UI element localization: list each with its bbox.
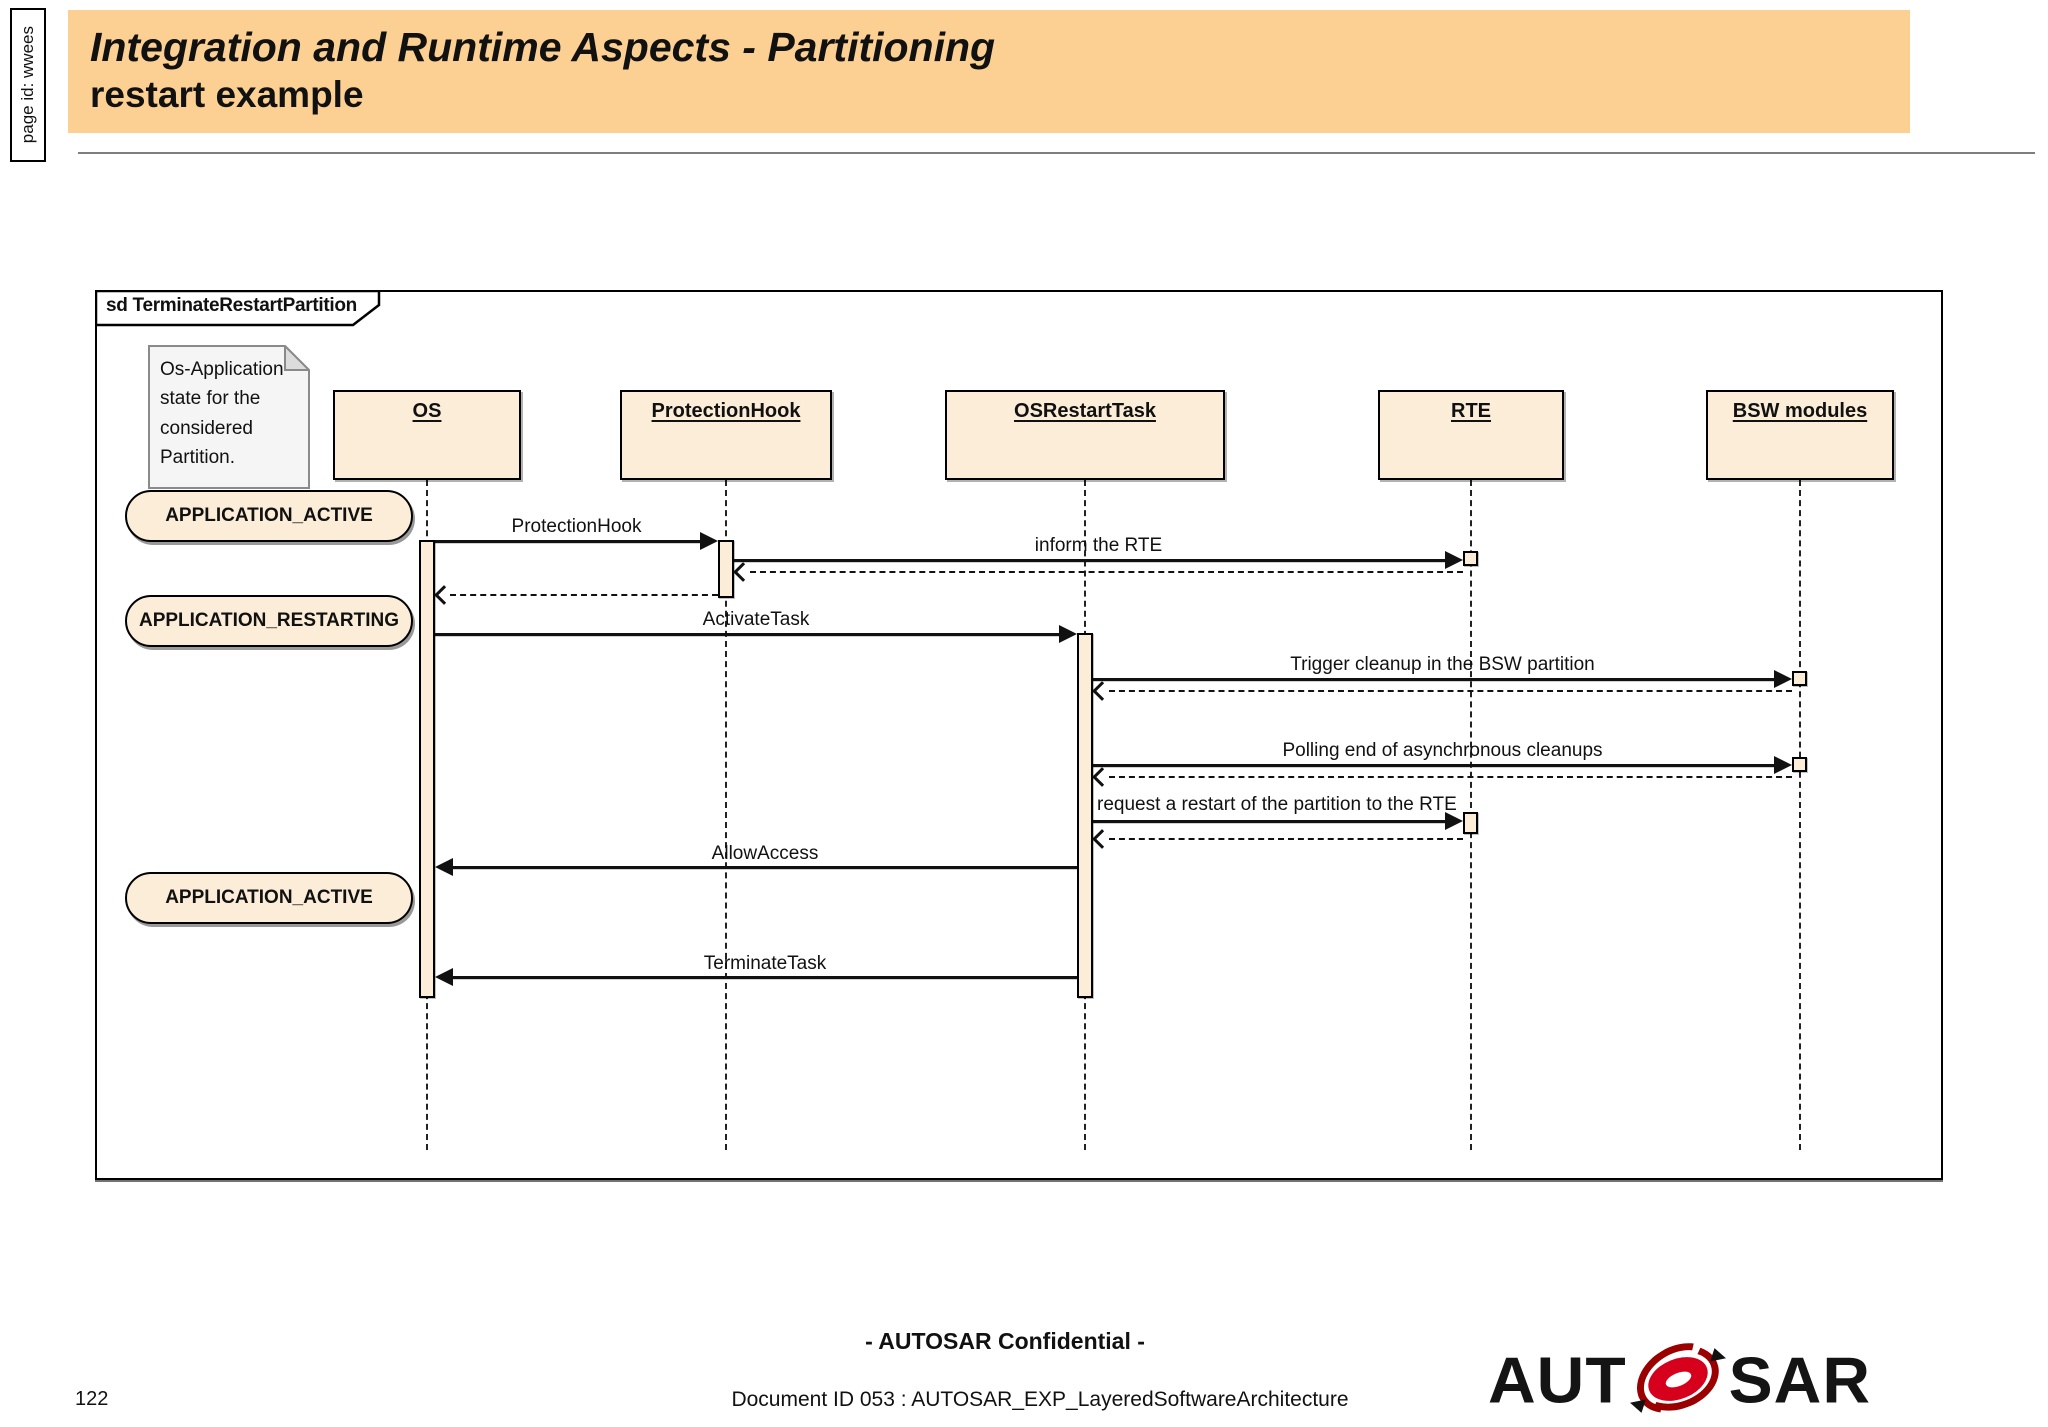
lifeline-label-protectionhook: ProtectionHook [651,400,801,422]
slide-subtitle: restart example [90,74,364,116]
arrowhead-allowaccess [435,858,453,876]
logo-text-right: SAR [1728,1343,1872,1417]
message-label-allowaccess: AllowAccess [711,843,819,864]
lifeline-label-os: OS [412,400,442,422]
arrowhead-trigger-cleanup [1774,670,1792,688]
frame-tab-shape [95,290,381,327]
return-line-trigger-cleanup [1109,690,1792,692]
arrowhead-polling-cleanups [1774,756,1792,774]
arrowhead-request-restart [1445,812,1463,830]
message-label-activatetask: ActivateTask [702,609,810,630]
activation-osrestarttask [1077,633,1093,998]
logo-arrow-tip-icon [1627,1395,1646,1413]
page-id-box: page id: wwees [10,8,46,162]
head-box-bsw-modules: BSW modules [1706,390,1894,480]
arrowhead-inform-the-rte [1445,551,1463,569]
message-line-polling-cleanups [1093,764,1774,767]
arrowhead-terminatetask [435,968,453,986]
activation-rte-2 [1463,812,1478,834]
message-line-activatetask [435,633,1059,636]
autosar-logo: AUT SAR [1488,1328,1872,1427]
title-banner: Integration and Runtime Aspects - Partit… [68,10,1910,133]
state-label: APPLICATION_ACTIVE [165,887,373,908]
lifeline-label-osrestarttask: OSRestartTask [1014,400,1156,422]
return-line-request-restart [1109,838,1463,840]
message-label-protectionhook: ProtectionHook [511,516,642,537]
message-label-polling-cleanups: Polling end of asynchronous cleanups [1282,740,1603,761]
message-line-protectionhook [435,540,700,543]
confidential-label: - AUTOSAR Confidential - [865,1328,1145,1354]
activation-os [419,540,435,998]
note-text: Os-Application state for the considered … [160,359,284,469]
activation-bsw-1 [1792,671,1807,686]
activation-rte-1 [1463,551,1478,566]
lifeline-bsw-modules [1799,480,1801,1150]
message-label-trigger-cleanup: Trigger cleanup in the BSW partition [1290,654,1595,675]
message-label-inform-the-rte: inform the RTE [1034,535,1163,556]
head-box-protectionhook: ProtectionHook [620,390,832,480]
message-label-request-restart: request a restart of the partition to th… [1097,794,1457,815]
slide-title: Integration and Runtime Aspects - Partit… [90,24,996,70]
return-line-rte-to-protectionhook [750,571,1463,573]
state-application-restarting: APPLICATION_RESTARTING [125,595,413,647]
head-box-osrestarttask: OSRestartTask [945,390,1225,480]
message-label-terminatetask: TerminateTask [703,953,827,974]
message-line-inform-the-rte [734,559,1445,562]
arrowhead-activatetask [1059,625,1077,643]
page-number: 122 [75,1388,109,1410]
activation-protectionhook [718,540,734,598]
return-line-polling-cleanups [1109,776,1792,778]
message-line-allowaccess [453,866,1077,869]
lifeline-protectionhook [725,480,727,1150]
header-divider [78,152,2035,154]
head-box-rte: RTE [1378,390,1564,480]
lifeline-label-rte: RTE [1451,400,1491,422]
message-line-trigger-cleanup [1093,678,1774,681]
return-line-protectionhook-to-os [450,594,718,596]
page-id-label: page id: wwees [18,26,37,144]
state-application-active-1: APPLICATION_ACTIVE [125,490,413,542]
activation-bsw-2 [1792,757,1807,772]
message-line-request-restart [1093,820,1445,823]
note-shape [148,345,310,489]
arrowhead-protectionhook [700,532,718,550]
lifeline-label-bsw-modules: BSW modules [1732,400,1868,422]
logo-swirl-o-icon [1623,1328,1730,1427]
document-id: Document ID 053 : AUTOSAR_EXP_LayeredSof… [731,1388,1349,1411]
state-application-active-2: APPLICATION_ACTIVE [125,872,413,924]
state-label: APPLICATION_RESTARTING [138,610,400,631]
message-line-terminatetask [453,976,1077,979]
frame-label: sd TerminateRestartPartition [106,295,357,316]
head-box-os: OS [333,390,521,480]
logo-text-left: AUT [1488,1343,1627,1417]
state-label: APPLICATION_ACTIVE [165,505,373,526]
